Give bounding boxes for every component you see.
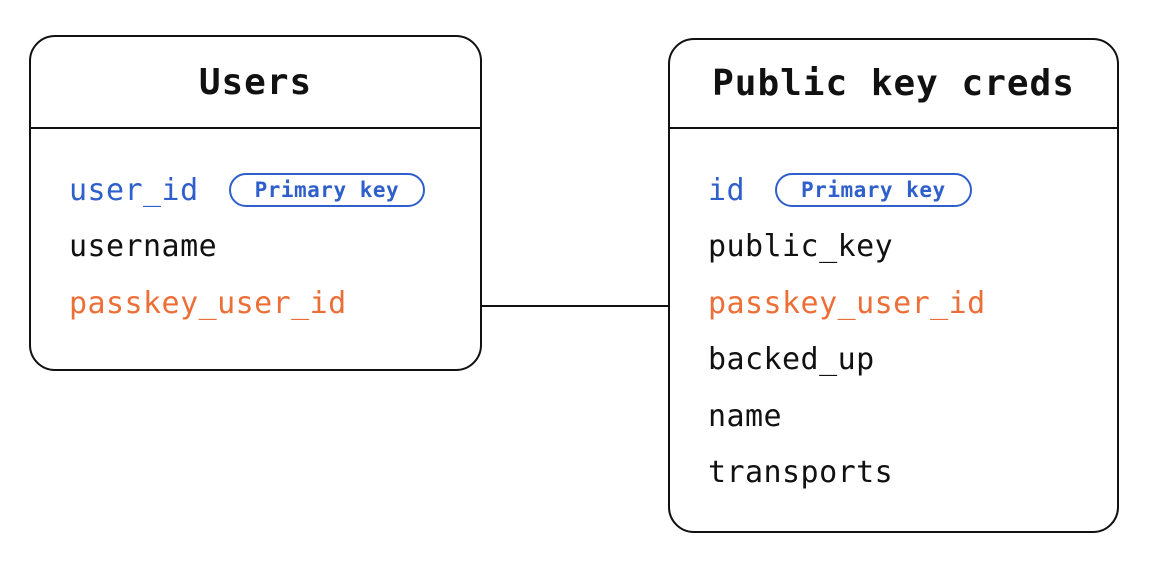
field-row-passkey_user_id: passkey_user_id — [708, 275, 1117, 332]
users-field-list: user_id Primary key username passkey_user_i… — [31, 129, 480, 332]
field-name: public_key — [708, 229, 894, 265]
field-name: username — [69, 229, 218, 265]
users-table-node: Users user_id Primary key username passkey_… — [29, 35, 482, 371]
relationship-connector-line — [480, 305, 670, 307]
primary-key-badge: Primary key — [228, 173, 426, 208]
primary-key-badge: Primary key — [775, 173, 972, 208]
field-name: user_id — [69, 172, 199, 208]
public-key-creds-table-title: Public key creds — [670, 40, 1117, 129]
field-row-backed_up: backed_up — [708, 332, 1117, 389]
field-row-transports: transports — [708, 445, 1117, 502]
field-row-passkey_user_id: passkey_user_id — [69, 275, 480, 332]
public-key-creds-table-node: Public key creds id Primary key public_key… — [668, 38, 1119, 533]
field-row-id: id Primary key — [708, 162, 1117, 219]
field-row-username: username — [69, 219, 480, 276]
field-name: passkey_user_id — [708, 285, 986, 321]
field-name: passkey_user_id — [69, 285, 347, 321]
field-row-user_id: user_id Primary key — [69, 162, 480, 219]
users-table-title: Users — [31, 37, 480, 129]
field-row-public_key: public_key — [708, 219, 1117, 276]
field-row-name: name — [708, 388, 1117, 445]
field-name: transports — [708, 455, 894, 491]
field-name: id — [708, 172, 746, 208]
field-name: backed_up — [708, 342, 875, 378]
field-name: name — [708, 398, 783, 434]
